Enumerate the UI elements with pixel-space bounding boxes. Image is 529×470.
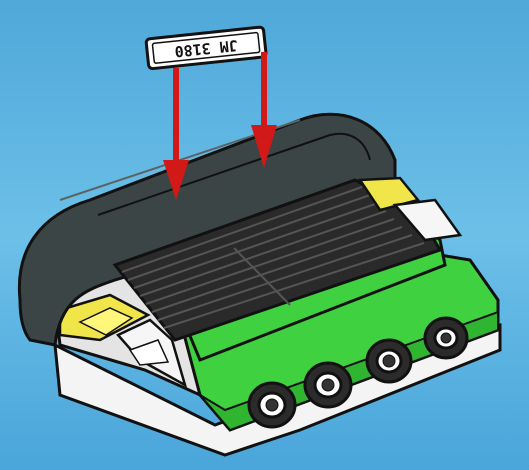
wheel <box>249 383 295 427</box>
wheel <box>367 340 411 382</box>
wheel <box>425 318 467 358</box>
wheel <box>305 363 351 407</box>
